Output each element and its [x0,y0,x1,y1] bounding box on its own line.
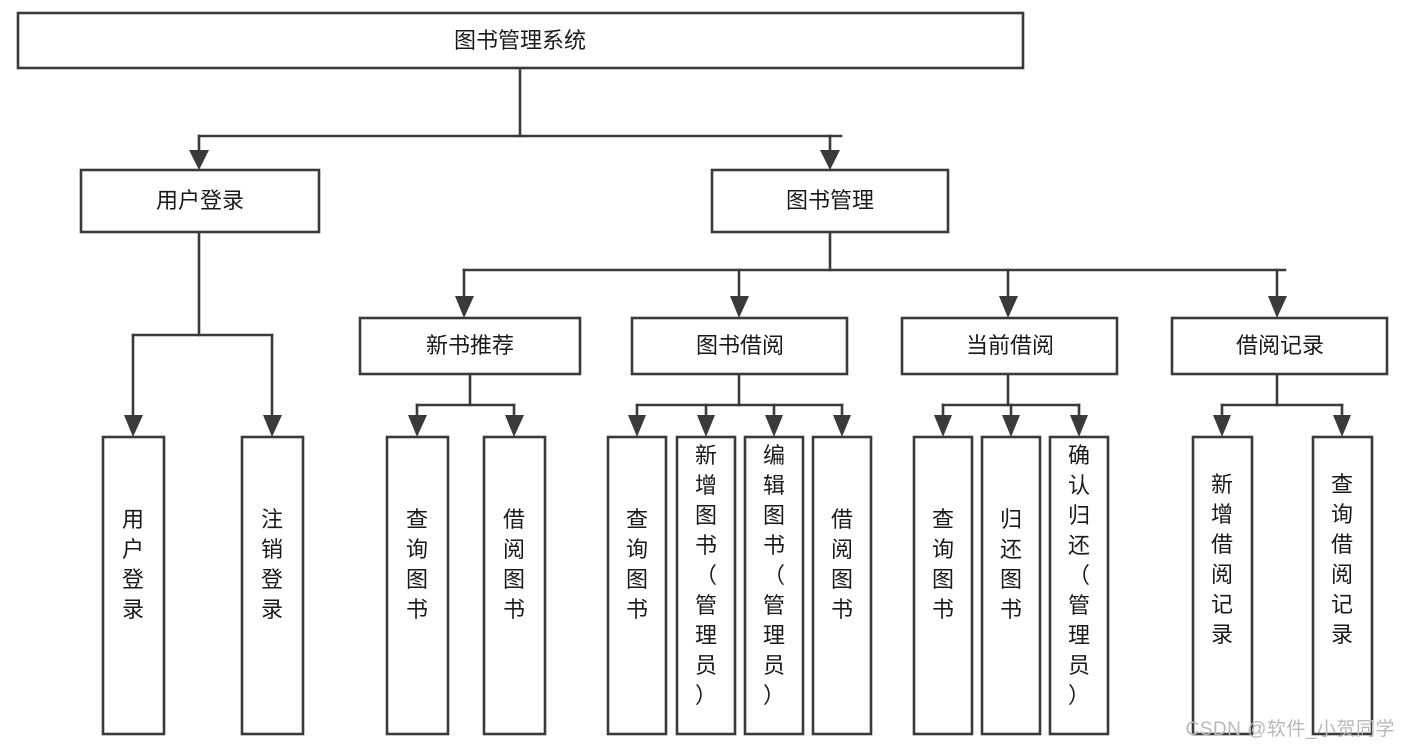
node-leaf-query-book-2-box[interactable] [606,435,668,736]
arrow-head-leaf-borrow-book-1 [505,415,524,437]
arrow-head-leaf-add-book-admin [697,415,715,437]
node-leaf-query-book-1-box[interactable] [385,435,450,736]
connector-layer [124,66,1351,437]
node-book-borrow-label: 图书借阅 [696,333,784,358]
arrow-head-book-borrow [730,296,749,318]
node-leaf-query-book-2[interactable]: 查询图书 [606,435,668,736]
node-current-borrow-label: 当前借阅 [966,333,1054,358]
node-leaf-borrow-book-1[interactable]: 借阅图书 [482,435,547,736]
node-leaf-edit-book-admin-box[interactable] [743,435,805,736]
node-leaf-user-login-box[interactable] [101,435,166,736]
node-leaf-borrow-book-2-label: 借阅图书 [831,507,853,622]
arrow-head-leaf-query-book-3 [934,415,952,437]
arrow-head-book-manage [820,150,840,170]
arrow-head-leaf-add-borrow-record [1213,415,1231,437]
node-book-manage-label: 图书管理 [786,188,874,213]
node-leaf-add-book-admin-box[interactable] [675,435,737,736]
node-root-box[interactable] [16,11,1025,70]
node-root[interactable]: 图书管理系统 [16,11,1025,70]
node-new-book-rec-box[interactable] [358,316,582,376]
node-leaf-logout[interactable]: 注销登录 [240,435,305,736]
node-user-login-box[interactable] [79,168,321,234]
node-leaf-edit-book-admin[interactable]: 编辑图书（管理员） [743,435,805,736]
node-leaf-query-book-3-label: 查询图书 [932,507,954,622]
node-leaf-return-book[interactable]: 归还图书 [980,435,1042,736]
node-leaf-query-borrow-record[interactable]: 查询借阅记录 [1311,435,1374,736]
arrow-head-current-borrow [999,296,1018,318]
arrow-head-borrow-record [1268,296,1287,318]
node-leaf-query-book-2-label: 查询图书 [626,507,648,622]
arrow-head-user-login [189,150,209,170]
node-borrow-record-label: 借阅记录 [1236,333,1324,358]
csdn-watermark: CSDN @软件_小贺同学 [1185,719,1395,740]
node-leaf-add-book-admin-label: 新增图书（管理员） [695,443,717,708]
arrow-head-leaf-edit-book-admin [765,415,783,437]
node-leaf-confirm-return-admin-label: 确认归还（管理员） [1068,443,1090,708]
arrow-head-leaf-query-book-2 [628,415,646,437]
node-leaf-confirm-return-admin-box[interactable] [1048,435,1110,736]
node-leaf-return-book-label: 归还图书 [1000,507,1022,622]
node-leaf-return-book-box[interactable] [980,435,1042,736]
node-leaf-borrow-book-2-box[interactable] [811,435,873,736]
node-leaf-add-book-admin[interactable]: 新增图书（管理员） [675,435,737,736]
arrow-head-new-book-rec [455,296,474,318]
arrow-head-leaf-query-book-1 [408,415,427,437]
node-leaf-logout-label: 注销登录 [261,507,283,622]
arrow-head-leaf-confirm-return-admin [1070,415,1088,437]
node-borrow-record-box[interactable] [1170,316,1389,376]
node-leaf-query-borrow-record-box[interactable] [1311,435,1374,736]
arrow-head-leaf-query-borrow-record [1333,415,1351,437]
node-leaf-borrow-book-1-label: 借阅图书 [503,507,525,622]
node-leaf-borrow-book-1-box[interactable] [482,435,547,736]
arrow-head-leaf-logout [263,415,282,437]
node-new-book-rec[interactable]: 新书推荐 [358,316,582,376]
node-leaf-query-book-1[interactable]: 查询图书 [385,435,450,736]
node-root-label: 图书管理系统 [454,28,586,53]
node-leaf-add-borrow-record-box[interactable] [1191,435,1254,736]
node-leaf-query-book-3[interactable]: 查询图书 [912,435,974,736]
arrow-head-leaf-return-book [1002,415,1020,437]
node-user-login[interactable]: 用户登录 [79,168,321,234]
node-leaf-add-borrow-record[interactable]: 新增借阅记录 [1191,435,1254,736]
arrow-head-leaf-user-login [124,415,143,437]
node-current-borrow-box[interactable] [900,316,1119,376]
node-borrow-record[interactable]: 借阅记录 [1170,316,1389,376]
node-new-book-rec-label: 新书推荐 [426,333,514,358]
node-book-manage[interactable]: 图书管理 [710,168,950,234]
arrow-head-leaf-borrow-book-2 [833,415,851,437]
node-current-borrow[interactable]: 当前借阅 [900,316,1119,376]
node-leaf-logout-box[interactable] [240,435,305,736]
node-leaf-query-book-1-label: 查询图书 [406,507,428,622]
node-leaf-user-login[interactable]: 用户登录 [101,435,166,736]
node-book-manage-box[interactable] [710,168,950,234]
node-leaf-add-borrow-record-label: 新增借阅记录 [1211,472,1233,647]
node-leaf-query-book-3-box[interactable] [912,435,974,736]
node-leaf-edit-book-admin-label: 编辑图书（管理员） [763,443,785,708]
node-leaf-borrow-book-2[interactable]: 借阅图书 [811,435,873,736]
node-leaf-confirm-return-admin[interactable]: 确认归还（管理员） [1048,435,1110,736]
node-book-borrow[interactable]: 图书借阅 [630,316,849,376]
node-leaf-query-borrow-record-label: 查询借阅记录 [1331,472,1353,647]
node-leaf-user-login-label: 用户登录 [122,507,144,622]
node-user-login-label: 用户登录 [156,188,244,213]
node-book-borrow-box[interactable] [630,316,849,376]
